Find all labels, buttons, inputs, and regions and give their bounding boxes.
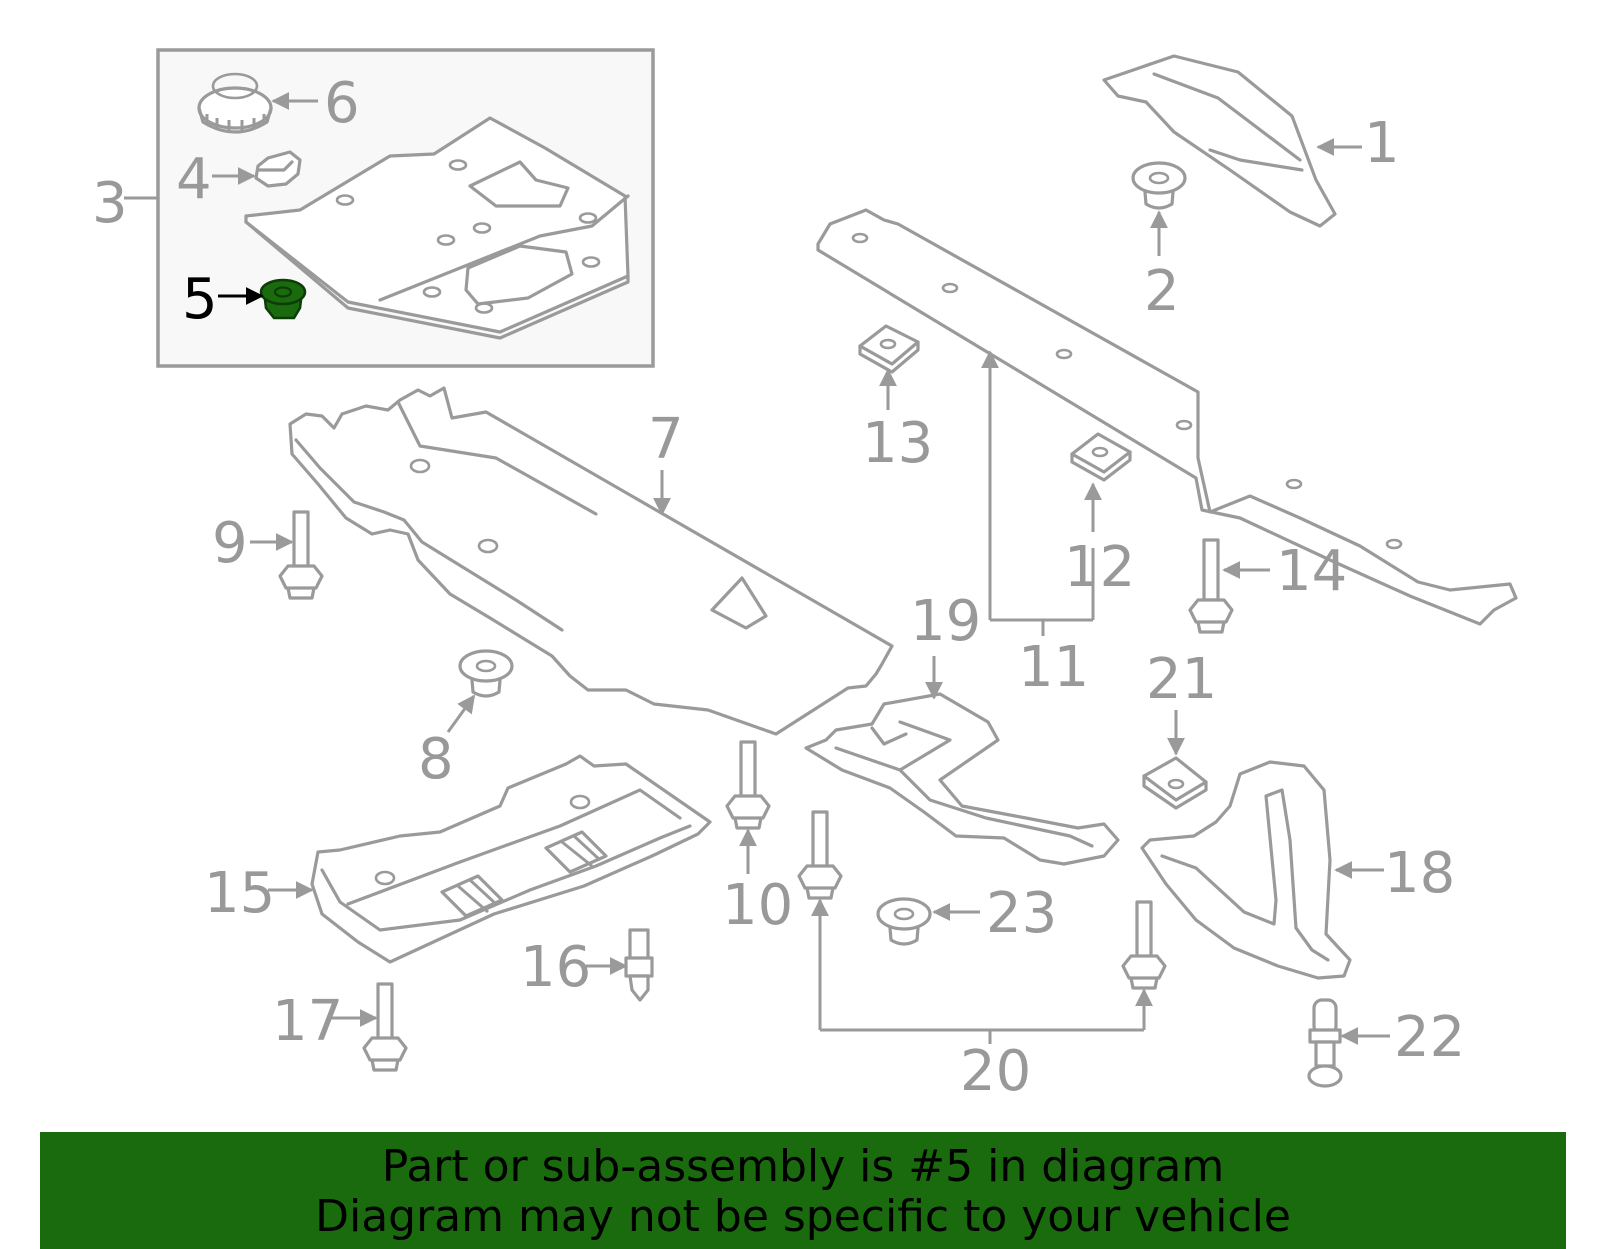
- callout-22: 22: [1394, 1005, 1465, 1070]
- part-10-bolt[interactable]: [725, 740, 771, 874]
- part-12-clip-nut[interactable]: [1070, 432, 1132, 532]
- part-18-deflector[interactable]: [1140, 760, 1384, 980]
- part-20-bolts[interactable]: [797, 810, 1167, 1044]
- callout-20: 20: [960, 1039, 1031, 1104]
- callout-8: 8: [418, 727, 454, 792]
- callout-21: 21: [1146, 647, 1217, 712]
- part-14-bolt[interactable]: [1188, 538, 1270, 634]
- callout-11: 11: [1018, 635, 1089, 700]
- part-1-deflector[interactable]: [1102, 54, 1362, 228]
- callout-labels: 1 2 3 4 5 6 7 8 9 10 11 12 13 14 15 16 1…: [92, 71, 1465, 1104]
- callout-10: 10: [722, 873, 793, 938]
- callout-14: 14: [1276, 539, 1347, 604]
- part-7-undercover[interactable]: [288, 386, 894, 736]
- part-9-bolt[interactable]: [250, 510, 324, 600]
- part-6-cap[interactable]: [197, 72, 318, 134]
- callout-6: 6: [324, 71, 360, 136]
- callout-15: 15: [204, 861, 275, 926]
- part-2-clip[interactable]: [1131, 161, 1187, 256]
- callout-16: 16: [520, 935, 591, 1000]
- part-3-shield[interactable]: [244, 116, 630, 340]
- callout-13: 13: [862, 411, 933, 476]
- part-21-clip-nut[interactable]: [1142, 710, 1208, 810]
- footer-line-1: Part or sub-assembly is #5 in diagram: [381, 1141, 1225, 1192]
- part-4-clip[interactable]: [212, 150, 302, 188]
- callout-7: 7: [648, 407, 684, 472]
- part-19-bracket-shield[interactable]: [804, 656, 1120, 866]
- callout-1: 1: [1364, 111, 1400, 176]
- footer-line-2: Diagram may not be specific to your vehi…: [315, 1191, 1291, 1242]
- callout-19: 19: [910, 589, 981, 654]
- callout-3: 3: [92, 171, 128, 236]
- part-8-clip[interactable]: [446, 649, 514, 733]
- part-22-pin[interactable]: [1307, 998, 1390, 1088]
- part-5-nut-highlighted[interactable]: [218, 278, 307, 320]
- part-13-clip-nut[interactable]: [858, 324, 920, 410]
- callout-5-highlighted: 5: [182, 267, 218, 332]
- part-11-crossmember-shield[interactable]: [816, 208, 1518, 626]
- callout-23: 23: [986, 881, 1057, 946]
- callout-2: 2: [1144, 259, 1180, 324]
- callout-12: 12: [1064, 535, 1135, 600]
- callout-18: 18: [1384, 841, 1455, 906]
- part-15-undercover[interactable]: [268, 754, 712, 964]
- callout-9: 9: [212, 511, 248, 576]
- part-23-clip[interactable]: [876, 897, 980, 946]
- part-16-push-pin[interactable]: [586, 928, 654, 1002]
- callout-11-bracket: [981, 350, 1095, 636]
- footer-banner: Part or sub-assembly is #5 in diagram Di…: [40, 1132, 1566, 1249]
- part-17-bolt[interactable]: [330, 982, 408, 1072]
- footer-banner-bg: [40, 1132, 1566, 1249]
- callout-17: 17: [272, 989, 343, 1054]
- callout-4: 4: [176, 147, 212, 212]
